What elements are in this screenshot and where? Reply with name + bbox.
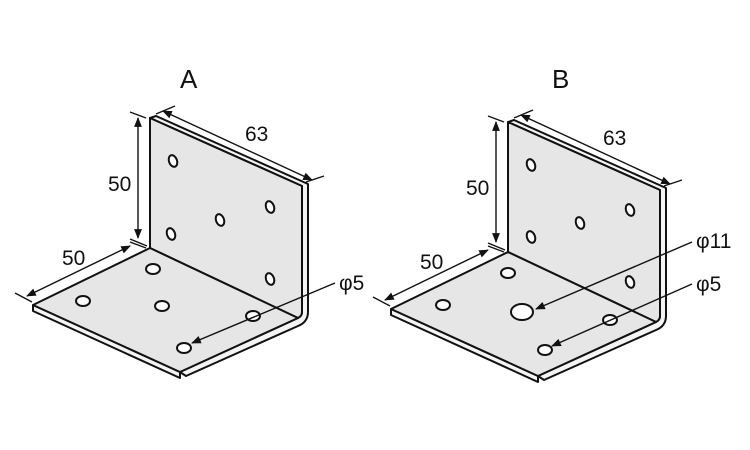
hole (154, 300, 170, 312)
height-dimension-label: 50 (108, 173, 131, 196)
hole (500, 267, 516, 279)
depth-dimension-line (384, 249, 489, 301)
hole-diameter-label: φ5 (339, 272, 364, 295)
hole (176, 342, 192, 354)
large-hole-diameter-label: φ11 (696, 230, 731, 253)
width-dimension-label: 63 (603, 127, 626, 150)
width-dimension-line (162, 110, 313, 181)
hole-leader-line (191, 282, 336, 344)
large-hole (510, 303, 534, 321)
bracket-a: A 50 63 50 φ5 (14, 64, 364, 379)
hole-diameter-label: φ5 (696, 273, 721, 296)
depth-dimension-line (26, 245, 131, 297)
bracket-a-title: A (180, 64, 198, 94)
bracket-b: B 50 63 (372, 64, 731, 383)
hole-leader-line (551, 283, 693, 347)
large-hole-leader-line (535, 241, 693, 310)
hole (264, 200, 276, 214)
hole (574, 216, 586, 230)
hole (435, 299, 451, 311)
bracket-b-title: B (552, 64, 569, 94)
depth-dimension-label: 50 (62, 247, 85, 270)
hole (624, 203, 636, 217)
hole (525, 230, 537, 244)
hole (537, 344, 553, 356)
width-dimension-label: 63 (245, 123, 268, 146)
hole (624, 275, 636, 289)
hole (145, 263, 161, 275)
width-dimension-line (520, 114, 671, 185)
depth-dimension-label: 50 (420, 251, 443, 274)
bracket-a-holes (75, 154, 276, 354)
hole (264, 272, 276, 286)
hole (214, 213, 226, 227)
height-dimension-label: 50 (466, 177, 489, 200)
hole (165, 227, 177, 241)
hole (75, 295, 91, 307)
